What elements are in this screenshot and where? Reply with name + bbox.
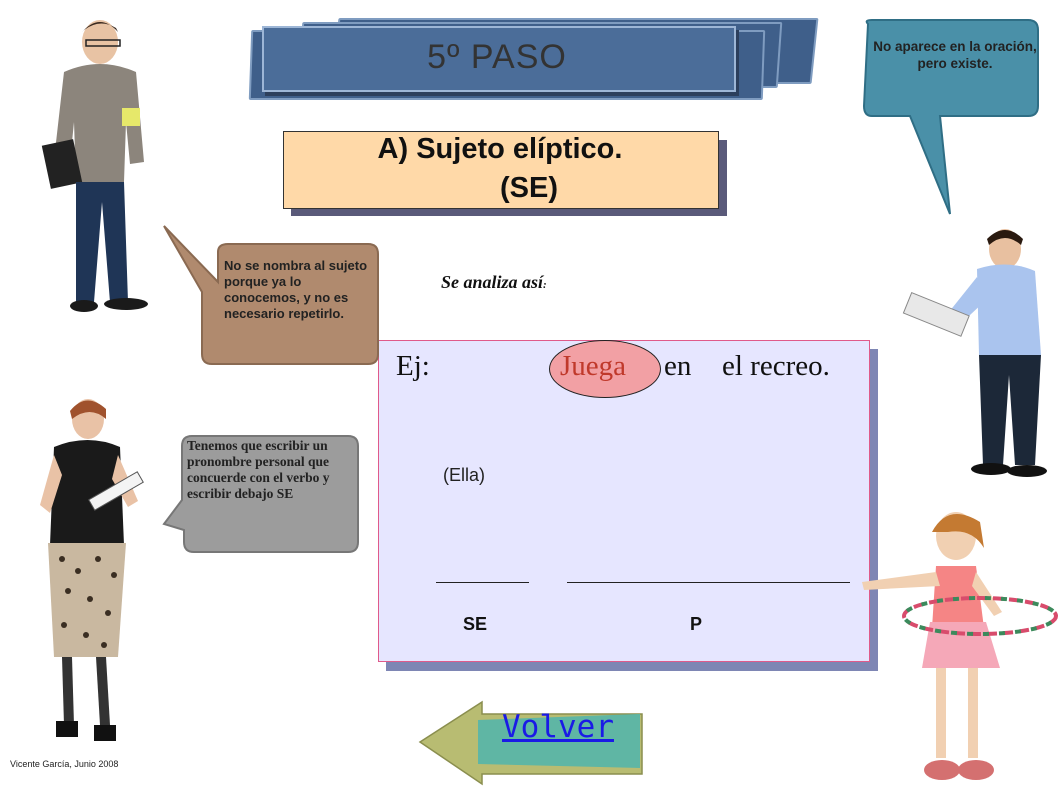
analysis-note: Se analiza así:	[441, 272, 547, 293]
man-newspaper-illustration	[902, 229, 1047, 477]
example-pronoun: (Ella)	[443, 465, 486, 485]
man-turtleneck-illustration	[41, 20, 148, 312]
banner-face	[262, 26, 736, 92]
girl-hula-hoop-illustration	[862, 512, 1058, 780]
subject-underline	[436, 582, 529, 583]
subject-label: SE	[463, 614, 488, 634]
analysis-note-text: Se analiza así	[441, 272, 544, 292]
example-word-en: en	[664, 350, 692, 382]
speech-bubble-left-bottom	[162, 435, 359, 553]
page-title: 5º PASO	[427, 38, 567, 76]
woman-notebook-illustration	[40, 399, 144, 741]
example-verb: Juega	[560, 350, 627, 382]
author-credit: Vicente García, Junio 2008	[10, 759, 119, 769]
speech-bubble-top-right	[862, 19, 1039, 215]
predicate-underline	[567, 582, 850, 583]
subtitle-line2: (SE)	[500, 172, 558, 204]
bubble-left-top-text: No se nombra al sujeto porque ya lo cono…	[224, 258, 368, 321]
subtitle-box	[283, 131, 719, 209]
speech-bubble-left-top	[163, 225, 379, 365]
example-prefix: Ej:	[396, 350, 430, 382]
back-button[interactable]: Volver	[502, 709, 614, 745]
example-rest: el recreo.	[722, 350, 830, 382]
bubble-top-right-text: No aparece en la oración, pero existe.	[873, 39, 1037, 71]
analysis-note-colon: :	[543, 279, 547, 291]
back-arrow-icon[interactable]	[416, 698, 646, 786]
subtitle-line1: A) Sujeto elíptico.	[377, 133, 623, 165]
verb-highlight	[549, 340, 661, 398]
predicate-label: P	[690, 614, 703, 634]
bubble-left-bottom-text: Tenemos que escribir un pronombre person…	[187, 438, 330, 501]
